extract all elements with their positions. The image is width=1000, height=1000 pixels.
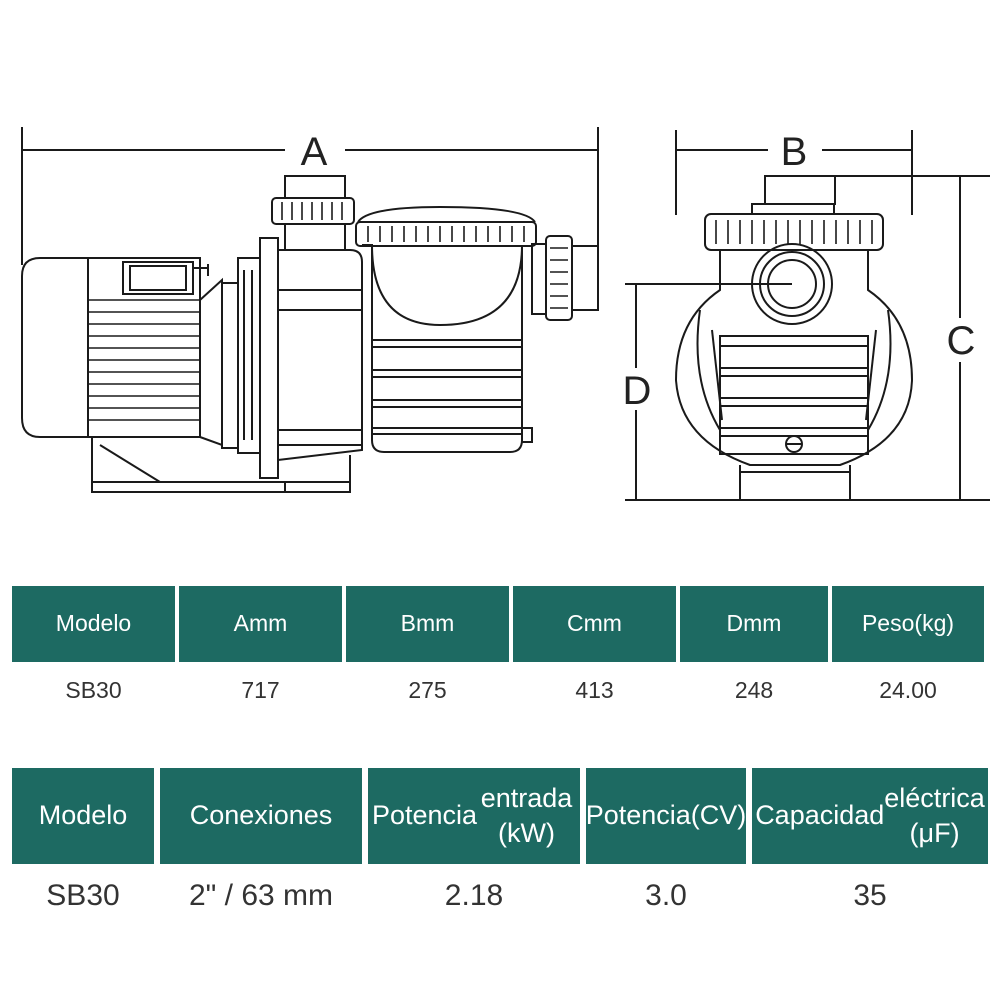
dimension-a: A [21, 127, 599, 265]
cell-modelo: SB30 [65, 676, 122, 703]
cell-potencia-cv: 3.0 [645, 879, 687, 912]
cell-a: 717 [241, 676, 280, 703]
cell-conexiones: 2" / 63 mm [188, 879, 334, 912]
cell-peso: 24.00 [879, 676, 937, 703]
pump-side-view [21, 175, 599, 493]
header-conexiones: Conexiones [160, 768, 362, 864]
header-peso: Peso(kg) [832, 586, 984, 662]
cell-d: 248 [734, 676, 774, 703]
cell-modelo: SB30 [46, 879, 120, 912]
pump-technical-drawing: A [21, 127, 990, 501]
dimension-c-label: C [947, 319, 976, 363]
dimension-a-label: A [301, 130, 328, 174]
header-modelo: Modelo [12, 768, 154, 864]
dimension-b-label: B [781, 130, 808, 174]
dimension-d: D [623, 283, 792, 501]
dimension-b: B [675, 130, 913, 215]
cell-b: 275 [408, 676, 447, 703]
cell-capacidad: 35 [853, 879, 887, 912]
cell-c: 413 [575, 676, 614, 703]
pump-front-view [674, 175, 914, 501]
cell-potencia-entrada: 2.18 [444, 879, 504, 912]
header-modelo: Modelo [12, 586, 175, 662]
header-potencia-cv: Potencia(CV) [586, 768, 746, 864]
dimension-d-label: D [623, 369, 652, 413]
